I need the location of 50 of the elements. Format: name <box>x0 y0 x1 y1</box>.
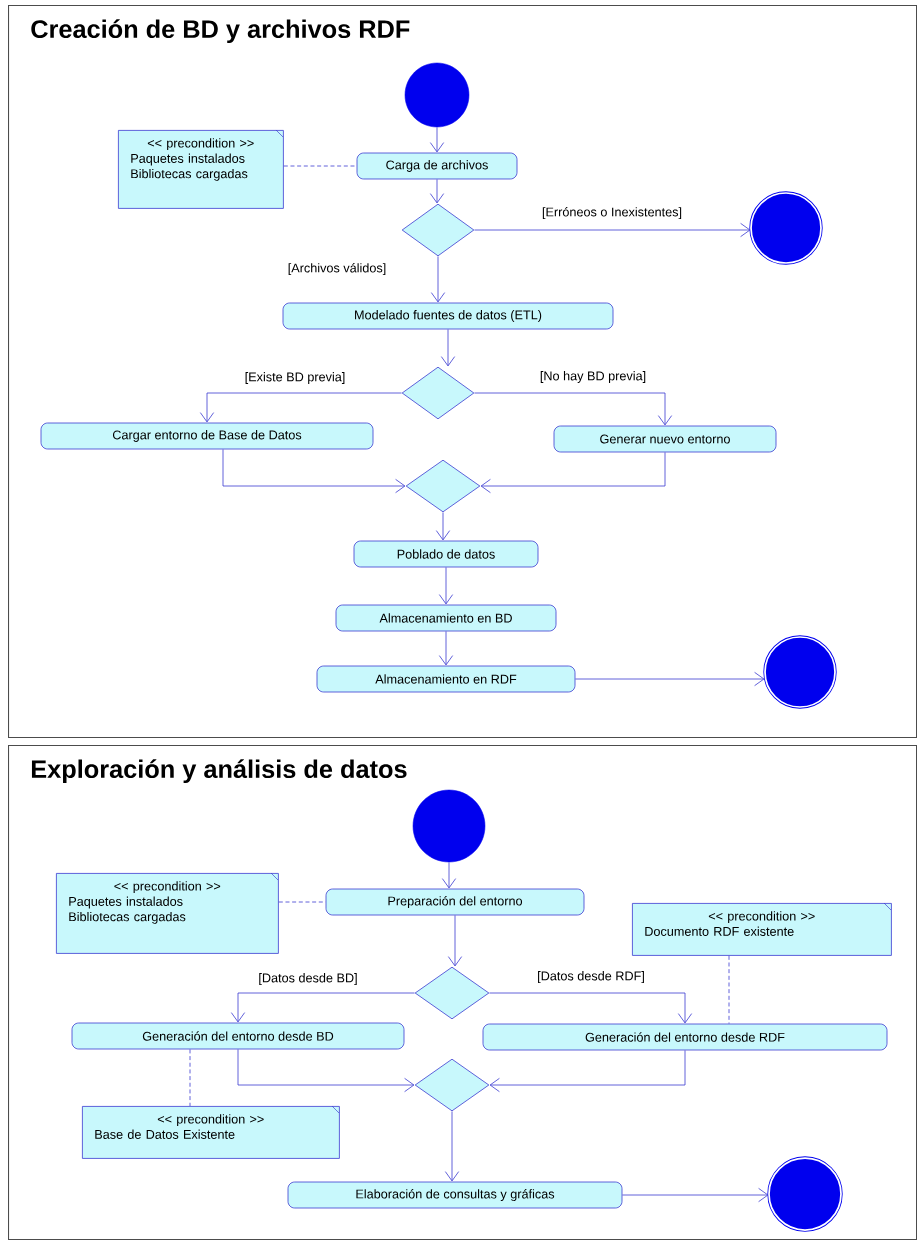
action-box: Poblado de datos <box>353 540 539 568</box>
arrow <box>575 671 765 687</box>
action-box: Modelado fuentes de datos (ETL) <box>282 302 614 330</box>
arrow <box>622 1187 769 1203</box>
action-box: Generación del entorno desde RDF <box>482 1023 888 1051</box>
start-node <box>412 789 486 863</box>
action-box: Carga de archivos <box>356 152 518 180</box>
start-node <box>404 62 470 128</box>
arrow <box>438 631 454 666</box>
note: << precondition >> Documento RDF existente <box>632 902 892 956</box>
connector <box>283 165 357 167</box>
arrow <box>440 329 456 367</box>
decision-diamond <box>414 1058 490 1112</box>
arrow <box>441 861 457 889</box>
note: << precondition >> Base de Datos Existente <box>82 1105 340 1159</box>
decision-diamond <box>414 966 490 1020</box>
final-node <box>763 635 837 709</box>
arrow <box>444 1111 460 1182</box>
connector <box>728 955 730 1024</box>
arrow <box>489 992 693 1024</box>
decision-diamond <box>401 366 475 420</box>
action-box: Preparación del entorno <box>325 888 585 916</box>
arrow <box>474 222 751 238</box>
arrow <box>230 992 415 1023</box>
arrow <box>480 452 666 494</box>
arrow <box>438 567 454 605</box>
action-box: Generar nuevo entorno <box>553 425 777 453</box>
arrow <box>435 512 451 541</box>
decision-diamond <box>405 459 481 513</box>
action-box: Cargar entorno de Base de Datos <box>40 422 374 450</box>
arrow <box>199 392 402 423</box>
connector <box>278 901 326 903</box>
arrow <box>430 256 446 303</box>
arrow <box>222 449 406 494</box>
arrow <box>429 126 445 153</box>
connector <box>189 1049 191 1107</box>
final-node <box>749 191 823 265</box>
final-node <box>767 1156 843 1232</box>
action-box: Almacenamiento en BD <box>335 604 557 632</box>
action-box: Almacenamiento en RDF <box>316 665 576 693</box>
arrow <box>429 179 445 204</box>
action-box: Generación del entorno desde BD <box>71 1022 405 1050</box>
arrow <box>447 915 463 967</box>
decision-diamond <box>401 203 475 257</box>
arrow <box>489 1050 686 1093</box>
arrow <box>237 1049 415 1093</box>
arrow <box>474 392 673 426</box>
note: << precondition >> Paquetes instalados Bibliotecas cargadas <box>118 129 284 209</box>
note: << precondition >> Paquetes instalados Bibliotecas cargadas <box>56 872 279 954</box>
action-box: Elaboración de consultas y gráficas <box>287 1181 623 1209</box>
